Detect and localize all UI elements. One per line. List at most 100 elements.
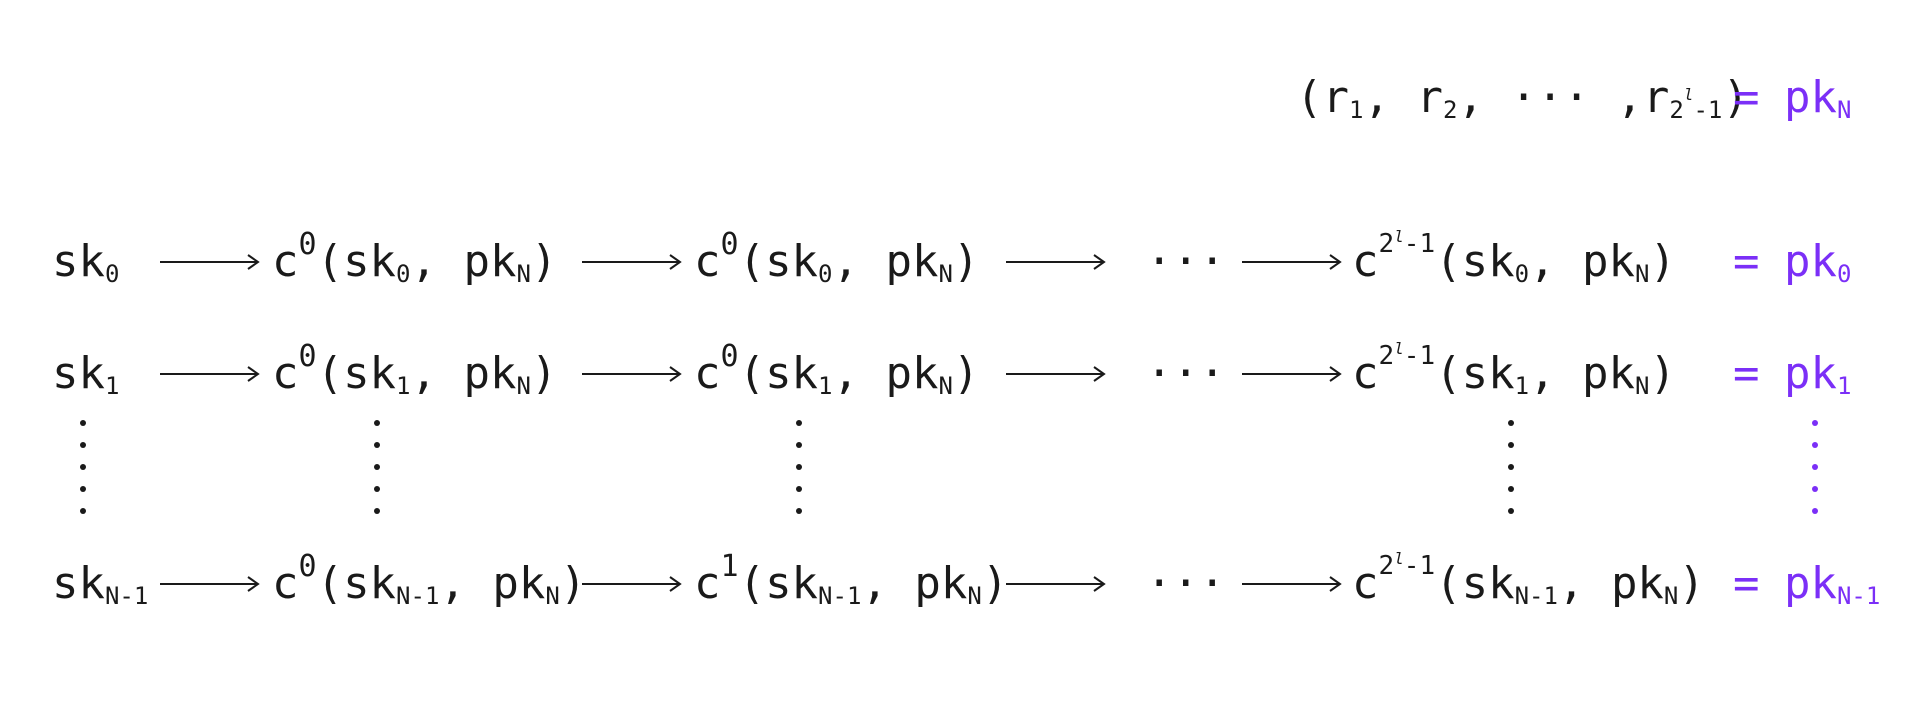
header-result: pkN: [1784, 76, 1851, 123]
sk-sub: 0: [396, 260, 411, 288]
tuple-close-paren: ): [1722, 72, 1749, 123]
vertical-dot: [1812, 464, 1818, 470]
sk-base: sk: [52, 558, 105, 609]
vertical-dot: [1508, 464, 1514, 470]
pk-base: pk: [885, 348, 939, 399]
tuple-ellipsis: ···: [1510, 72, 1590, 123]
sk-base: sk: [1461, 348, 1515, 399]
r2-base: r: [1416, 72, 1443, 123]
arrow-icon: [582, 576, 682, 592]
vertical-dot: [1812, 442, 1818, 448]
r1-base: r: [1322, 72, 1350, 123]
arrow-icon: [582, 366, 682, 382]
row1-step1: c0(sk1, pkN): [272, 339, 558, 400]
vertical-dot: [374, 442, 380, 448]
rlast-sub-l: l: [1683, 85, 1694, 104]
vertical-dot: [80, 442, 86, 448]
c-symbol: c: [272, 558, 299, 609]
pk-base: pk: [1582, 236, 1636, 287]
row0-last-step: c2l-1(sk0, pkN): [1352, 227, 1676, 288]
pk-sub: N: [938, 372, 953, 400]
sk-sub: N-1: [818, 582, 862, 610]
sk-sub: 0: [1514, 260, 1530, 288]
sk-base: sk: [765, 558, 819, 609]
exp-base: 2: [1378, 229, 1395, 259]
result-sub: N-1: [1836, 582, 1881, 610]
row1-step2: c0(sk1, pkN): [694, 339, 980, 400]
pk-base: pk: [1610, 558, 1664, 609]
exp-base: 2: [1378, 341, 1395, 371]
exp-minus-one: -1: [1403, 551, 1436, 581]
row1-result: pk1: [1784, 352, 1851, 399]
arrow-icon: [582, 254, 682, 270]
vertical-dot: [374, 486, 380, 492]
vertical-dot: [80, 508, 86, 514]
sk-sub: N-1: [1514, 582, 1558, 610]
pk-sub: N: [516, 260, 531, 288]
result-base: pk: [1784, 558, 1837, 609]
pk-base: pk: [914, 558, 968, 609]
vertical-dot: [80, 464, 86, 470]
pk-sub: N: [516, 372, 531, 400]
vertical-dot: [80, 420, 86, 426]
row2-step1: c0(skN-1, pkN): [272, 549, 587, 610]
arrow-icon: [1006, 576, 1106, 592]
vertical-dot: [1812, 508, 1818, 514]
arrow-icon: [1006, 254, 1106, 270]
sk-base: sk: [765, 236, 819, 287]
arrow-icon: [160, 366, 260, 382]
c-exponent: 1: [720, 549, 739, 584]
c-exponent: 0: [298, 549, 317, 584]
vertical-dot: [1812, 486, 1818, 492]
c-symbol: c: [1352, 558, 1379, 609]
row0-result: pk0: [1784, 240, 1851, 287]
row0-step1: c0(sk0, pkN): [272, 227, 558, 288]
c-symbol: c: [694, 236, 721, 287]
row0-ellipsis: ···: [1146, 236, 1226, 287]
pk-base: pk: [463, 348, 517, 399]
vdots-result-column: [1810, 420, 1820, 520]
vdots-sk-column: [78, 420, 88, 520]
sk-base: sk: [52, 348, 105, 399]
pk-sub: N: [938, 260, 953, 288]
row2-last-step: c2l-1(skN-1, pkN): [1352, 549, 1705, 610]
vertical-dot: [374, 420, 380, 426]
pk-sub: N: [1663, 582, 1679, 610]
c-symbol: c: [694, 348, 721, 399]
pk-sub: N: [1635, 260, 1650, 288]
sk-sub: 0: [818, 260, 833, 288]
row1-sk: sk1: [52, 352, 119, 399]
sk-sub: N-1: [396, 582, 440, 610]
exp-l: l: [1394, 227, 1404, 246]
vdots-last-column: [1506, 420, 1516, 520]
vdots-step2-column: [794, 420, 804, 520]
header-result-sub: N: [1836, 96, 1852, 124]
result-base: pk: [1784, 236, 1837, 287]
row1-equals: =: [1733, 348, 1760, 399]
c-symbol: c: [1352, 348, 1379, 399]
vertical-dot: [1508, 508, 1514, 514]
arrow-icon: [1242, 576, 1342, 592]
row2-equals: =: [1733, 558, 1760, 609]
c-symbol: c: [272, 236, 299, 287]
pk-base: pk: [885, 236, 939, 287]
c-exponent: 0: [720, 227, 739, 262]
vertical-dot: [796, 420, 802, 426]
row2-result: pkN-1: [1784, 562, 1880, 609]
sk-base: sk: [1461, 236, 1515, 287]
sk-base: sk: [343, 236, 397, 287]
rlast-sub-2: 2: [1669, 96, 1684, 124]
vdots-step1-column: [372, 420, 382, 520]
vertical-dot: [1508, 420, 1514, 426]
row1-last-step: c2l-1(sk1, pkN): [1352, 339, 1676, 400]
exp-l: l: [1394, 549, 1404, 568]
vertical-dot: [374, 464, 380, 470]
header-tuple: (r1, r2, ··· ,r2l-1): [1296, 72, 1749, 124]
sk-sub: 1: [818, 372, 833, 400]
arrow-icon: [160, 576, 260, 592]
c-exponent: 0: [298, 339, 317, 374]
exp-minus-one: -1: [1403, 229, 1436, 259]
sk-base: sk: [765, 348, 819, 399]
pk-base: pk: [463, 236, 517, 287]
c-symbol: c: [1352, 236, 1379, 287]
